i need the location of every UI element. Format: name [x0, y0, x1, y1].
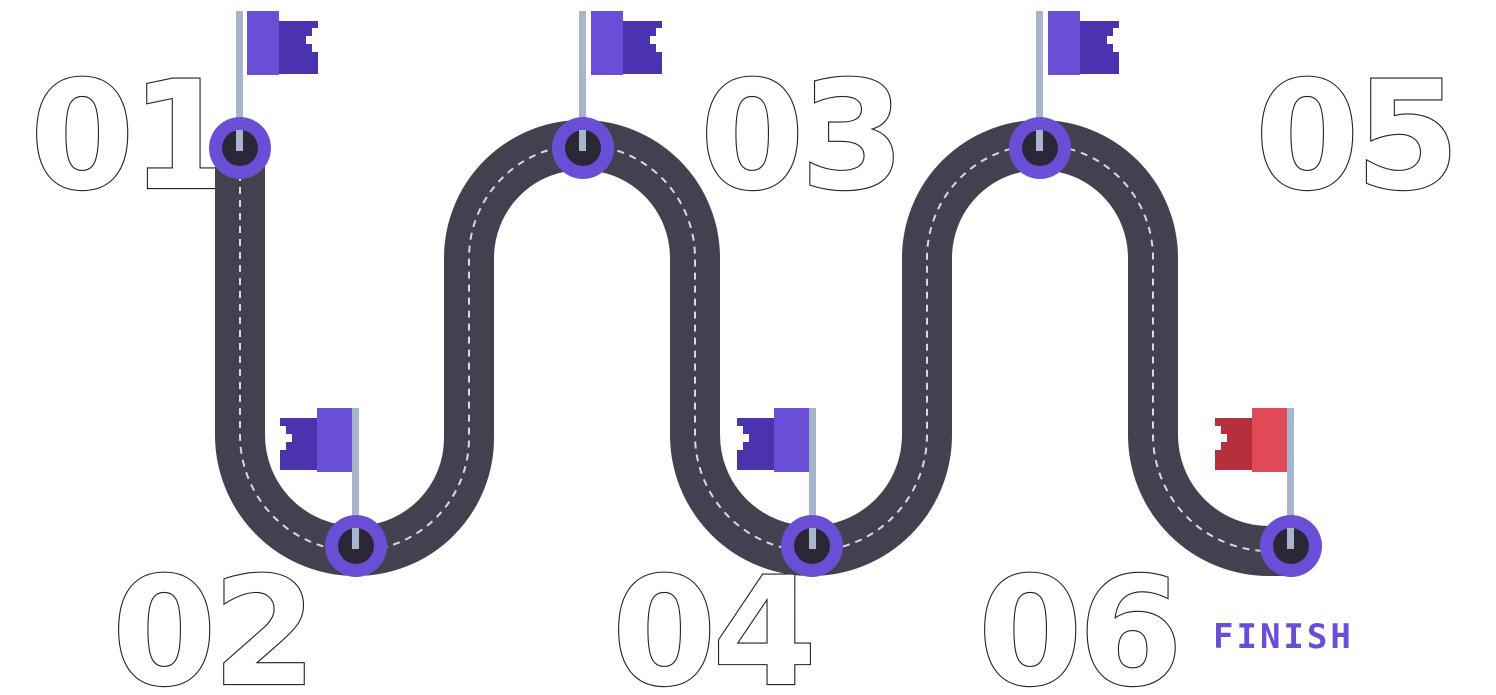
flag-pole: [1036, 11, 1043, 151]
step-number-03: 03: [700, 50, 901, 224]
milestone-02: [280, 408, 387, 577]
flag-icon: [737, 408, 810, 472]
flag-icon: [591, 11, 662, 75]
step-number-05: 05: [1255, 50, 1456, 224]
milestone-03: [552, 11, 662, 179]
flag-icon: [247, 11, 318, 75]
step-number-02: 02: [112, 546, 313, 695]
milestone-01: [209, 11, 318, 179]
milestone-05: [1009, 11, 1119, 179]
road: [215, 120, 1294, 576]
step-number-06: 06: [978, 546, 1179, 695]
flag-pole: [236, 11, 243, 151]
finish-flag-icon: [1215, 408, 1288, 472]
flag-icon: [280, 408, 353, 472]
flag-pole: [352, 408, 359, 548]
finish-label: FINISH: [1213, 617, 1354, 657]
milestone-04: [737, 408, 843, 577]
road-center-line: [239, 143, 1291, 553]
flag-pole: [809, 408, 816, 548]
milestone-06-finish: [1215, 408, 1322, 577]
flag-pole: [1287, 408, 1294, 548]
flag-pole: [579, 11, 586, 151]
step-number-01: 01: [30, 50, 231, 224]
flag-icon: [1048, 11, 1119, 75]
